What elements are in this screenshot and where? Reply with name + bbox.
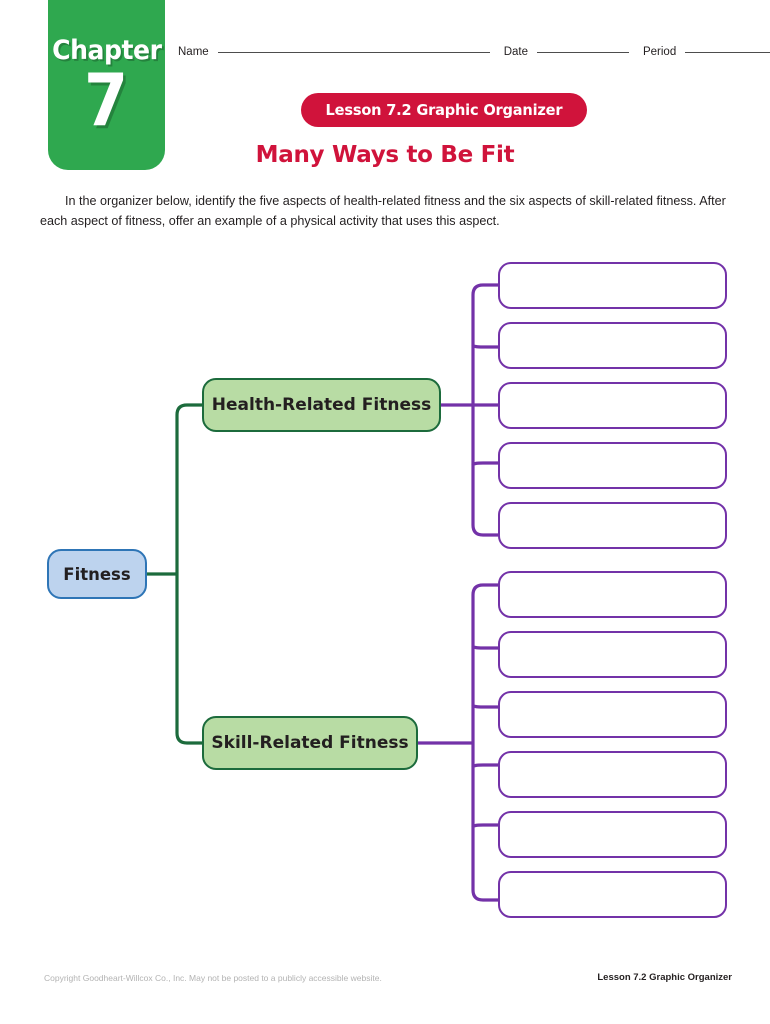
connector-skill-to-blank-2 [471, 645, 498, 650]
node-skill-related-fitness[interactable]: Skill-Related Fitness [202, 716, 418, 770]
connector-skill-to-blank-1 [471, 583, 498, 596]
page-title: Many Ways to Be Fit [255, 142, 515, 168]
node-health-related-fitness[interactable]: Health-Related Fitness [202, 378, 441, 432]
blank-box-skill-3[interactable] [498, 691, 727, 738]
blank-box-skill-5[interactable] [498, 811, 727, 858]
blank-box-skill-1[interactable] [498, 571, 727, 618]
blank-box-skill-2[interactable] [498, 631, 727, 678]
name-label: Name [178, 46, 209, 58]
blank-box-health-1[interactable] [498, 262, 727, 309]
blank-box-skill-6[interactable] [498, 871, 727, 918]
connector-health-to-blank-4 [471, 461, 498, 466]
footer-copyright: Copyright Goodheart-Willcox Co., Inc. Ma… [44, 973, 382, 983]
connector-root-to-skill [175, 732, 202, 745]
period-label: Period [642, 46, 677, 58]
date-input[interactable] [536, 41, 629, 53]
node-fitness[interactable]: Fitness [47, 549, 147, 599]
footer-lesson-label: Lesson 7.2 Graphic Organizer [597, 972, 732, 983]
connector-root-to-health [175, 403, 202, 416]
connector-health-to-blank-1 [471, 283, 498, 296]
chapter-number-label: 7 [84, 58, 129, 143]
lesson-banner-label: Lesson 7.2 Graphic Organizer [325, 101, 563, 119]
lesson-banner: Lesson 7.2 Graphic Organizer [301, 93, 587, 127]
student-info-line: Name Date Period [178, 41, 770, 58]
blank-box-health-3[interactable] [498, 382, 727, 429]
connector-skill-to-blank-3 [471, 704, 498, 709]
blank-box-health-4[interactable] [498, 442, 727, 489]
connector-skill-to-blank-4 [471, 763, 498, 768]
name-input[interactable] [217, 41, 490, 53]
period-input[interactable] [685, 41, 770, 53]
connector-skill-to-blank-6 [471, 889, 498, 902]
connector-skill-group [418, 583, 498, 902]
connector-health-group [441, 283, 498, 537]
connector-health-to-blank-2 [471, 344, 498, 349]
instructions-paragraph: In the organizer below, identify the fiv… [40, 194, 726, 228]
blank-box-health-2[interactable] [498, 322, 727, 369]
date-label: Date [503, 46, 528, 58]
chapter-tab: Chapter 7 [48, 0, 165, 170]
connector-health-to-blank-5 [471, 524, 498, 537]
connector-skill-to-blank-5 [471, 823, 498, 828]
connector-root-group [147, 403, 202, 745]
blank-box-skill-4[interactable] [498, 751, 727, 798]
chapter-word-label: Chapter [51, 35, 162, 67]
blank-box-health-5[interactable] [498, 502, 727, 549]
